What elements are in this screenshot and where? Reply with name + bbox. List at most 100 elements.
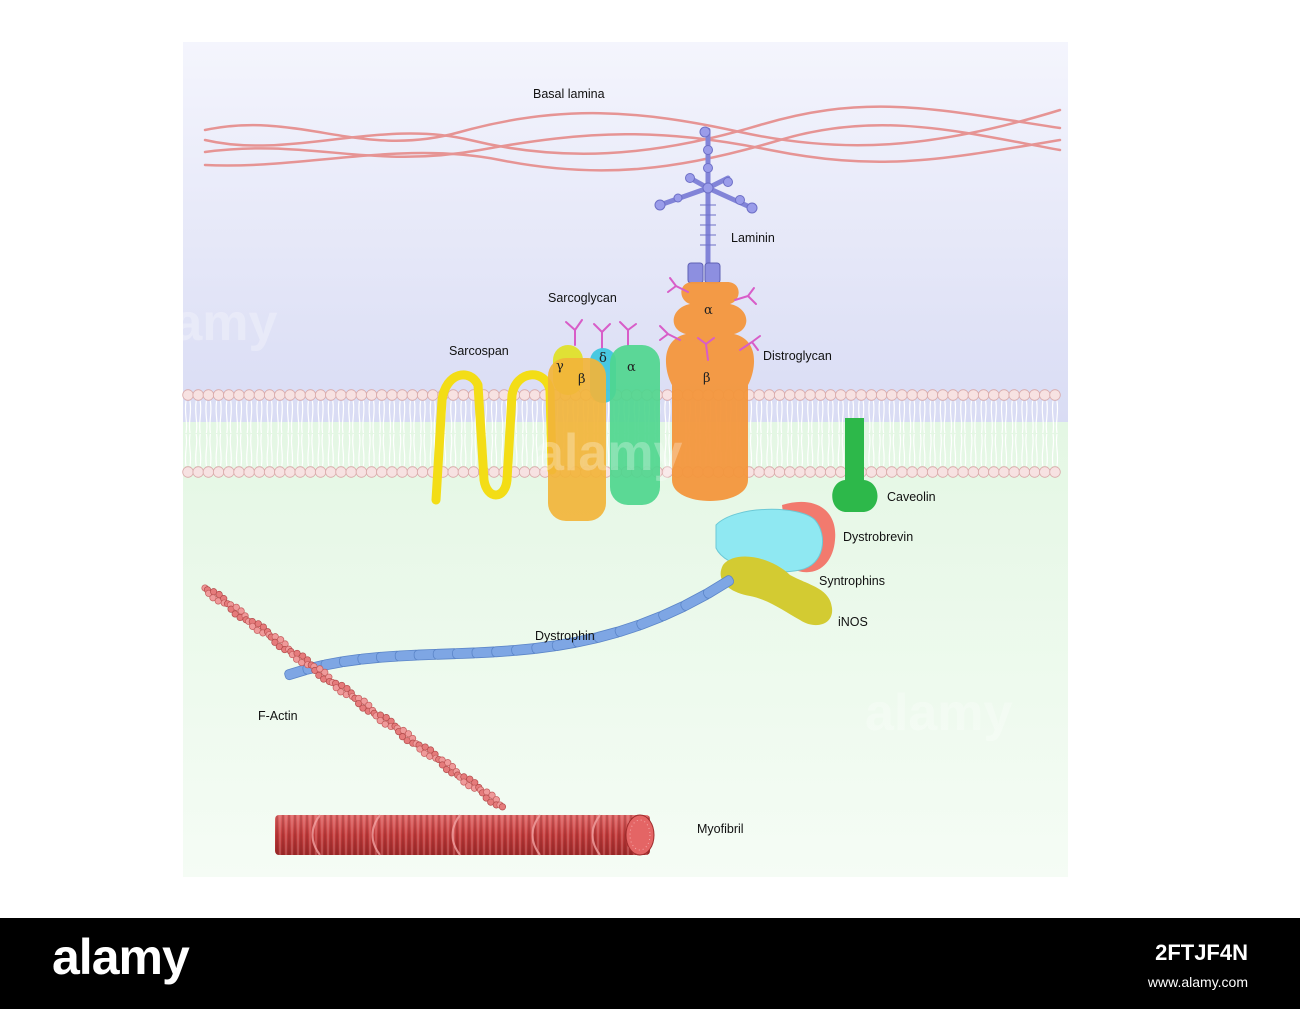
lipid-head bbox=[906, 389, 918, 401]
lipid-head bbox=[274, 466, 286, 478]
sarcoglycan-alpha bbox=[610, 345, 660, 505]
distroglycan-alpha-symbol: α bbox=[704, 303, 713, 318]
myofibril bbox=[275, 814, 655, 856]
lipid-tail bbox=[1041, 400, 1048, 434]
lipid-head bbox=[488, 389, 500, 401]
lipid-head bbox=[192, 466, 204, 478]
laminin bbox=[654, 126, 758, 284]
lipid-tail bbox=[266, 433, 273, 467]
lipid-head bbox=[376, 389, 388, 401]
lipid-tail bbox=[837, 433, 844, 467]
lipid-head bbox=[896, 466, 908, 478]
lipid-tail bbox=[756, 433, 763, 467]
lipid-head bbox=[1028, 389, 1041, 401]
lipid-head bbox=[304, 389, 317, 401]
lipid-head bbox=[488, 466, 500, 478]
lipid-head bbox=[824, 389, 837, 401]
lipid-head bbox=[182, 389, 194, 401]
lipid-tail bbox=[817, 400, 824, 434]
lipid-head bbox=[518, 389, 531, 401]
lipid-tail bbox=[898, 400, 906, 434]
lipid-tail bbox=[307, 400, 314, 434]
lipid-head bbox=[855, 389, 867, 401]
lipid-tail bbox=[490, 433, 498, 467]
distroglycan: α β bbox=[659, 277, 761, 501]
lipid-tail bbox=[939, 433, 946, 467]
lipid-tail bbox=[970, 433, 977, 467]
sarcoglycan-complex: γ δ β α bbox=[548, 319, 660, 521]
lipid-tail bbox=[286, 400, 294, 434]
lipid-tail bbox=[276, 433, 283, 467]
lipid-tail bbox=[909, 433, 916, 467]
lipid-head bbox=[988, 389, 1000, 401]
lipid-head bbox=[529, 389, 541, 401]
actin-monomer bbox=[271, 638, 279, 646]
lipid-tail bbox=[184, 400, 192, 434]
lipid-head bbox=[406, 466, 419, 478]
lipid-tail bbox=[939, 400, 946, 434]
lipid-head bbox=[865, 466, 878, 478]
lipid-tail bbox=[246, 400, 253, 434]
lipid-head bbox=[253, 466, 266, 478]
lipid-head bbox=[335, 466, 347, 478]
distroglycan-beta-symbol: β bbox=[703, 371, 711, 386]
lipid-tail bbox=[307, 433, 314, 467]
lipid-head bbox=[233, 466, 245, 478]
lipid-head bbox=[753, 466, 765, 478]
lipid-tail bbox=[980, 400, 987, 434]
lipid-tail bbox=[225, 400, 232, 434]
dystrophin-label: Dystrophin bbox=[535, 629, 595, 643]
lipid-head bbox=[937, 466, 949, 478]
actin-monomer bbox=[404, 730, 412, 738]
lipid-head bbox=[875, 389, 888, 401]
lipid-tail bbox=[399, 400, 406, 434]
actin-monomer bbox=[466, 775, 474, 783]
lipid-tail bbox=[786, 400, 793, 434]
lipid-tail bbox=[990, 400, 997, 434]
lipid-tail bbox=[990, 433, 997, 467]
lipid-tail bbox=[521, 400, 528, 434]
sarcospan-label: Sarcospan bbox=[449, 344, 509, 358]
lipid-head bbox=[365, 389, 378, 401]
lipid-head bbox=[835, 466, 847, 478]
actin-monomer bbox=[321, 668, 329, 676]
lipid-head bbox=[416, 466, 429, 478]
basal-lamina-fibers bbox=[203, 105, 1062, 172]
lipid-head bbox=[376, 466, 388, 478]
lipid-head bbox=[1028, 466, 1041, 478]
lipid-tail bbox=[205, 433, 212, 467]
lipid-tail bbox=[256, 433, 263, 467]
lipid-head bbox=[773, 389, 786, 401]
lipid-head bbox=[233, 389, 245, 401]
lipid-tail bbox=[286, 433, 294, 467]
watermark-text-left: alamy bbox=[130, 294, 278, 352]
lipid-head bbox=[386, 389, 398, 401]
lipid-head bbox=[284, 466, 296, 478]
lipid-head bbox=[294, 389, 306, 401]
lipid-tail bbox=[878, 433, 885, 467]
lipid-head bbox=[325, 466, 337, 478]
lipid-tail bbox=[868, 433, 875, 467]
lipid-head bbox=[814, 466, 827, 478]
lipid-tail bbox=[297, 433, 304, 467]
lipid-tail bbox=[817, 433, 824, 467]
lipid-head bbox=[447, 389, 459, 401]
lipid-head bbox=[325, 389, 337, 401]
f-actin bbox=[201, 584, 507, 811]
lipid-tail bbox=[837, 400, 844, 434]
caveolin-label: Caveolin bbox=[887, 490, 936, 504]
actin-monomer bbox=[231, 610, 239, 618]
lipid-head bbox=[784, 466, 796, 478]
lipid-head bbox=[998, 466, 1010, 478]
dystrophin-segment bbox=[702, 575, 735, 599]
lipid-head bbox=[416, 389, 429, 401]
lipid-head bbox=[763, 466, 776, 478]
footer-image-id: 2FTJF4N bbox=[1155, 940, 1248, 965]
lipid-tail bbox=[317, 433, 324, 467]
lipid-tail bbox=[429, 400, 436, 434]
lipid-tail bbox=[919, 400, 926, 434]
lipid-head bbox=[447, 466, 459, 478]
lipid-head bbox=[865, 389, 878, 401]
lipid-tail bbox=[1051, 433, 1059, 467]
lipid-tail bbox=[195, 433, 202, 467]
